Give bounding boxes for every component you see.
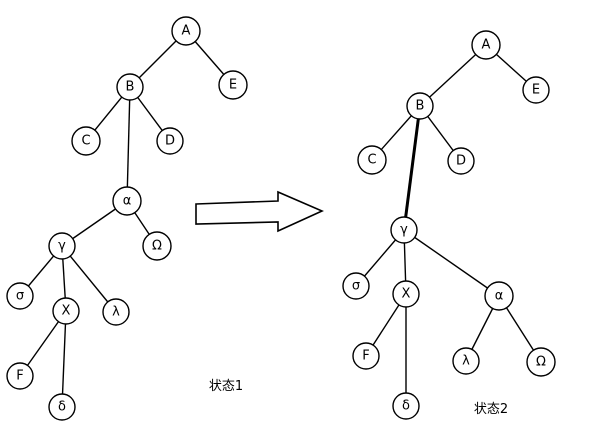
node-circle-state1-omega [142,231,172,261]
node-circle-state1-gamma [48,232,76,260]
node-circle-state1-alpha [112,186,142,216]
node-label-state2-omega: Ω [536,355,546,370]
node-circle-state2-delta [392,392,420,420]
transform-arrow [195,190,324,233]
node-circle-state1-A [171,16,201,46]
node-label-state2-D: D [456,154,466,169]
node-label-state1-lambda: λ [112,305,120,320]
caption-state1: 状态1 [209,379,243,394]
node-circle-state2-C [357,145,387,175]
node-circle-state2-lambda [452,347,480,375]
node-circle-state2-E [522,76,550,104]
node-label-state2-B: B [416,99,425,114]
node-circle-state1-delta [48,393,76,421]
node-circle-state2-D [447,147,475,175]
node-label-state1-C: C [81,134,90,149]
node-label-state2-sigma: σ [352,279,360,294]
node-label-state2-gamma: γ [400,223,408,238]
node-circle-state2-omega [526,347,556,377]
caption-state2: 状态2 [474,402,508,417]
node-circle-state1-E [218,70,248,100]
edge-state2-gamma-alpha [403,229,500,297]
node-circle-state2-alpha [484,281,514,311]
node-circle-state1-sigma [6,282,34,310]
node-label-state1-E: E [229,78,237,93]
node-label-state2-lambda: λ [462,354,470,369]
edge-state2-B-gamma [402,105,422,231]
edge-state1-gamma-lambda [61,245,117,313]
node-label-state1-D: D [165,134,175,149]
node-label-state1-gamma: γ [58,239,66,254]
node-label-state1-B: B [126,80,135,95]
node-circle-state1-D [156,127,184,155]
node-circle-state1-lambda [102,298,130,326]
node-label-state2-F: F [362,349,369,364]
node-label-state1-F: F [16,369,23,384]
node-circle-state2-sigma [342,272,370,300]
node-circle-state1-F [6,362,34,390]
node-label-state1-delta: δ [58,400,66,415]
node-label-state2-X: X [402,287,411,302]
edge-state1-X-delta [61,310,67,408]
node-label-state1-A: A [182,24,191,39]
node-label-state2-E: E [532,83,540,98]
node-circle-state1-X [52,297,80,325]
edge-state2-A-B [419,44,487,107]
node-label-state2-A: A [482,38,491,53]
node-label-state1-sigma: σ [16,289,24,304]
edge-state1-B-alpha [126,86,131,202]
node-circle-state2-X [392,280,420,308]
node-label-state2-delta: δ [402,399,410,414]
node-label-state1-alpha: α [123,194,132,209]
node-circle-state1-B [116,73,144,101]
node-circle-state2-F [352,342,380,370]
node-circle-state2-B [406,92,434,120]
node-circle-state2-A [471,30,501,60]
node-label-state2-C: C [367,153,376,168]
node-label-state1-X: X [62,304,71,319]
node-circle-state1-C [71,126,101,156]
node-label-state2-alpha: α [495,289,504,304]
node-label-state1-omega: Ω [152,239,162,254]
node-circle-state2-gamma [390,216,418,244]
